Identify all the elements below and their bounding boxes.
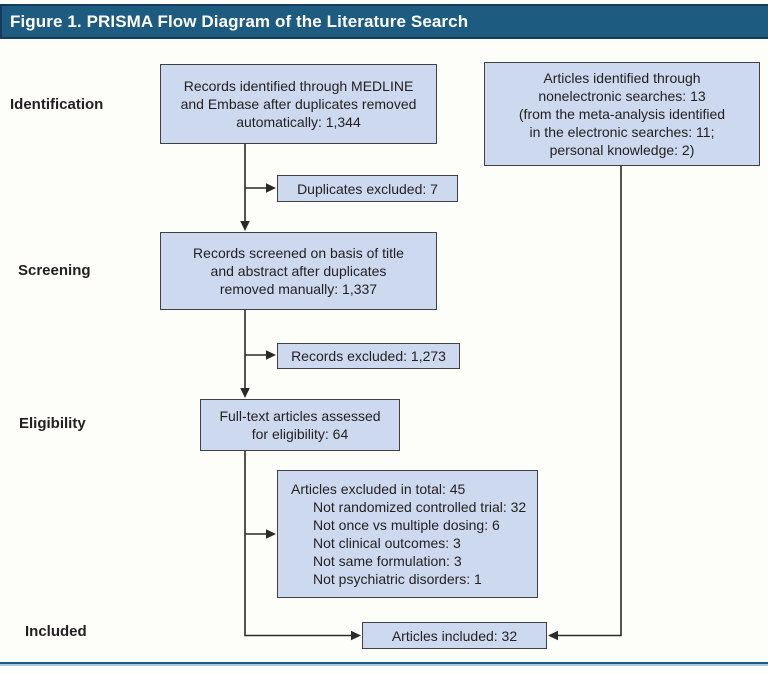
box-line: Records identified through MEDLINE: [183, 78, 414, 94]
arrowhead-right-duplicates: [266, 183, 276, 193]
box-line: Articles excluded in total: 45: [291, 481, 466, 497]
stage-label-identification: Identification: [10, 96, 104, 113]
figure-title-bar: Figure 1. PRISMA Flow Diagram of the Lit…: [0, 4, 768, 39]
box-line: removed manually: 1,337: [219, 281, 378, 297]
stage-label-included: Included: [25, 623, 87, 640]
arrowhead-right-included: [351, 630, 361, 641]
box-line: and abstract after duplicates: [210, 263, 387, 279]
box-records-excluded: Records excluded: 1,273: [277, 343, 460, 369]
box-fulltext-assessed: Full-text articles assessed for eligibil…: [200, 399, 400, 451]
figure-title: Figure 1. PRISMA Flow Diagram of the Lit…: [10, 11, 469, 31]
excluded-reason: Not clinical outcomes: 3: [313, 535, 461, 551]
box-articles-included: Articles included: 32: [362, 622, 547, 649]
bottom-rule-light: [0, 664, 768, 666]
box-line: Articles identified through: [543, 70, 701, 86]
arrowhead-down-screened: [240, 221, 250, 231]
box-line: Records screened on basis of title: [193, 245, 404, 261]
box-line: and Embase after duplicates removed: [180, 96, 417, 112]
box-line: Duplicates excluded: 7: [297, 180, 438, 197]
bottom-rule-dark: [0, 662, 768, 664]
box-records-screened: Records screened on basis of title and a…: [160, 232, 437, 310]
box-line: Full-text articles assessed: [219, 408, 381, 424]
excluded-reason: Not once vs multiple dosing: 6: [313, 517, 500, 533]
arrowhead-right-articles-excluded: [266, 529, 276, 539]
stage-label-eligibility: Eligibility: [19, 415, 86, 432]
excluded-reason: Not psychiatric disorders: 1: [313, 571, 482, 587]
box-line: nonelectronic searches: 13: [538, 88, 706, 104]
box-line: Articles included: 32: [391, 627, 518, 644]
arrowhead-left-included: [548, 630, 558, 641]
box-nonelectronic-articles: Articles identified through nonelectroni…: [484, 62, 760, 166]
excluded-reason: Not same formulation: 3: [313, 553, 462, 569]
box-line: automatically: 1,344: [236, 114, 361, 130]
arrowhead-right-records-excluded: [266, 350, 276, 360]
box-duplicates-excluded: Duplicates excluded: 7: [277, 175, 458, 202]
stage-label-screening: Screening: [18, 262, 91, 279]
box-line: (from the meta-analysis identified: [518, 106, 726, 122]
box-line: in the electronic searches: 11;: [529, 124, 715, 140]
box-line: for eligibility: 64: [251, 426, 349, 442]
arrowhead-down-fulltext: [240, 388, 250, 398]
box-line: Records excluded: 1,273: [291, 348, 446, 364]
box-line: personal knowledge: 2): [549, 142, 695, 158]
box-articles-excluded: Articles excluded in total: 45 Not rando…: [277, 470, 538, 598]
arrow-nonelectronic-to-included: [556, 166, 622, 637]
excluded-reason: Not randomized controlled trial: 32: [313, 499, 527, 515]
box-records-identified: Records identified through MEDLINE and E…: [160, 64, 437, 144]
